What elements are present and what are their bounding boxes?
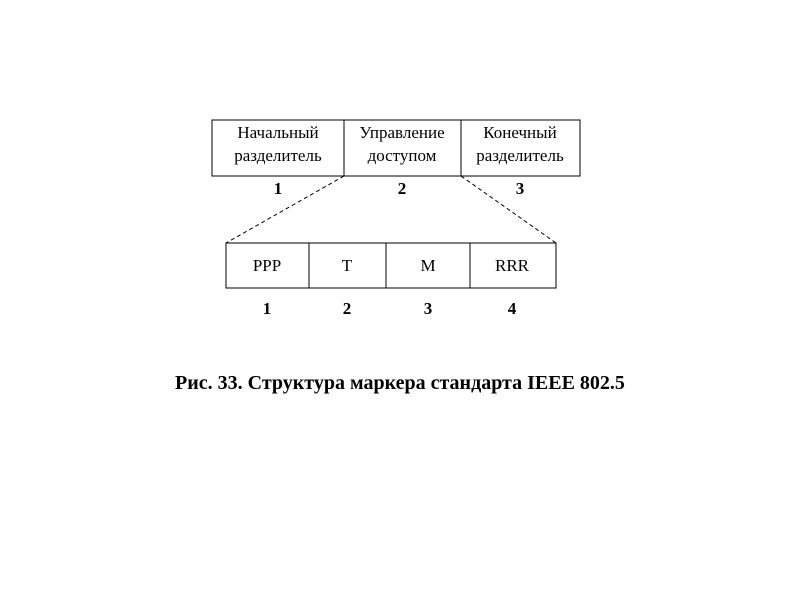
field-end-delimiter-line-1: Конечный (483, 123, 556, 142)
access-control-number-1: 1 (263, 299, 272, 318)
subfield-priority: PPP (253, 256, 281, 275)
field-end-delimiter-line-2: разделитель (476, 146, 564, 165)
field-access-control-line-1: Управление (359, 123, 444, 142)
figure-caption: Рис. 33. Структура маркера стандарта IEE… (175, 372, 625, 394)
marker-frame-number-2: 2 (398, 179, 407, 198)
marker-frame-number-1: 1 (274, 179, 283, 198)
field-access-control-line-2: доступом (368, 146, 437, 165)
access-control-frame-outline (225, 242, 557, 289)
marker-frame: Начальный разделитель Управление доступо… (211, 119, 581, 198)
marker-frame-outline (211, 119, 581, 177)
field-start-delimiter-line-1: Начальный (237, 123, 318, 142)
field-start-delimiter: Начальный разделитель (234, 123, 322, 165)
access-control-number-2: 2 (343, 299, 352, 318)
access-control-number-3: 3 (424, 299, 433, 318)
field-end-delimiter: Конечный разделитель (476, 123, 564, 165)
access-control-frame: PPP T M RRR 1 2 3 4 (225, 242, 557, 318)
field-start-delimiter-line-2: разделитель (234, 146, 322, 165)
marker-frame-number-3: 3 (516, 179, 525, 198)
field-access-control: Управление доступом (359, 123, 444, 165)
expansion-line-left (225, 175, 345, 244)
subfield-monitor: M (420, 256, 435, 275)
subfield-token: T (342, 256, 353, 275)
expansion-line-right (460, 175, 557, 244)
subfield-reservation: RRR (495, 256, 530, 275)
access-control-number-4: 4 (508, 299, 517, 318)
